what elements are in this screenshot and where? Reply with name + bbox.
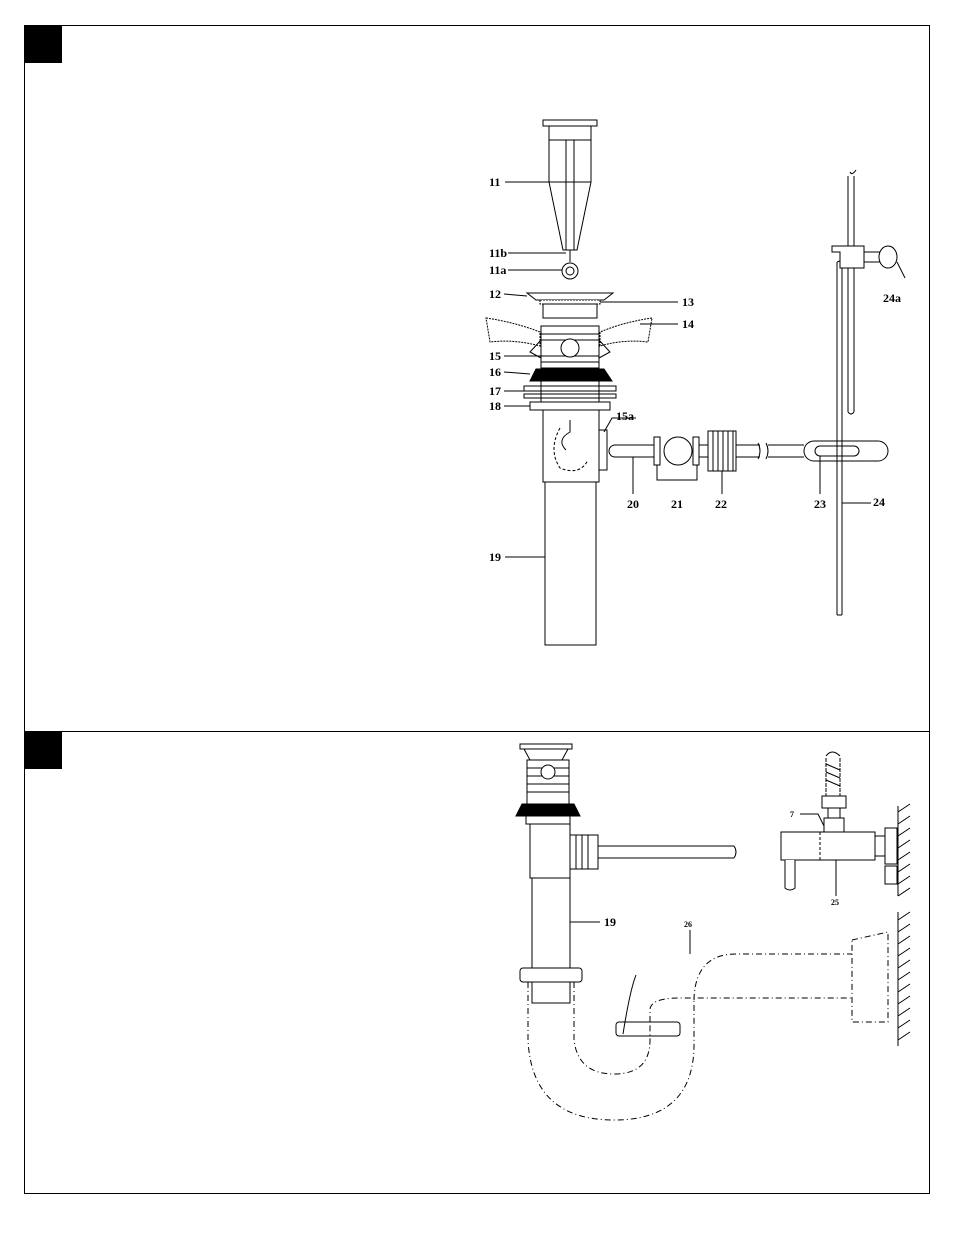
label-17: 17 bbox=[489, 384, 501, 398]
label-20: 20 bbox=[627, 497, 639, 511]
drain-body bbox=[530, 326, 610, 368]
label-15a: 15a bbox=[616, 409, 634, 423]
p-trap bbox=[528, 932, 888, 1120]
label-11b: 11b bbox=[489, 246, 507, 260]
tailpiece bbox=[545, 482, 596, 645]
label-13: 13 bbox=[682, 295, 694, 309]
lift-rod bbox=[837, 170, 856, 615]
label-12: 12 bbox=[489, 287, 501, 301]
spring-clip bbox=[804, 441, 888, 461]
label-16: 16 bbox=[489, 365, 501, 379]
label-19-installed: 19 bbox=[604, 915, 616, 929]
label-18: 18 bbox=[489, 399, 501, 413]
pivot-rod-assembly bbox=[609, 431, 804, 471]
rubber-gasket bbox=[530, 369, 612, 381]
label-21: 21 bbox=[671, 497, 683, 511]
label-7: 7 bbox=[790, 810, 794, 819]
label-11a: 11a bbox=[489, 263, 506, 277]
flange-and-gasket bbox=[527, 293, 613, 318]
label-25: 25 bbox=[831, 898, 839, 907]
washer-and-nut bbox=[524, 381, 616, 410]
installed-drain bbox=[516, 744, 736, 878]
label-14: 14 bbox=[682, 317, 694, 331]
wall-section bbox=[898, 804, 910, 1046]
label-26: 26 bbox=[684, 920, 692, 929]
label-24: 24 bbox=[873, 495, 885, 509]
stopper-assembly bbox=[543, 120, 597, 279]
supply-valve bbox=[781, 752, 897, 890]
label-19: 19 bbox=[489, 550, 501, 564]
tailpiece-installed bbox=[532, 878, 570, 1003]
label-15: 15 bbox=[489, 349, 501, 363]
drain-tee bbox=[543, 410, 607, 482]
label-23: 23 bbox=[814, 497, 826, 511]
label-24a: 24a bbox=[883, 291, 901, 305]
label-22: 22 bbox=[715, 497, 727, 511]
clevis-screw bbox=[832, 246, 897, 268]
label-11: 11 bbox=[489, 175, 500, 189]
